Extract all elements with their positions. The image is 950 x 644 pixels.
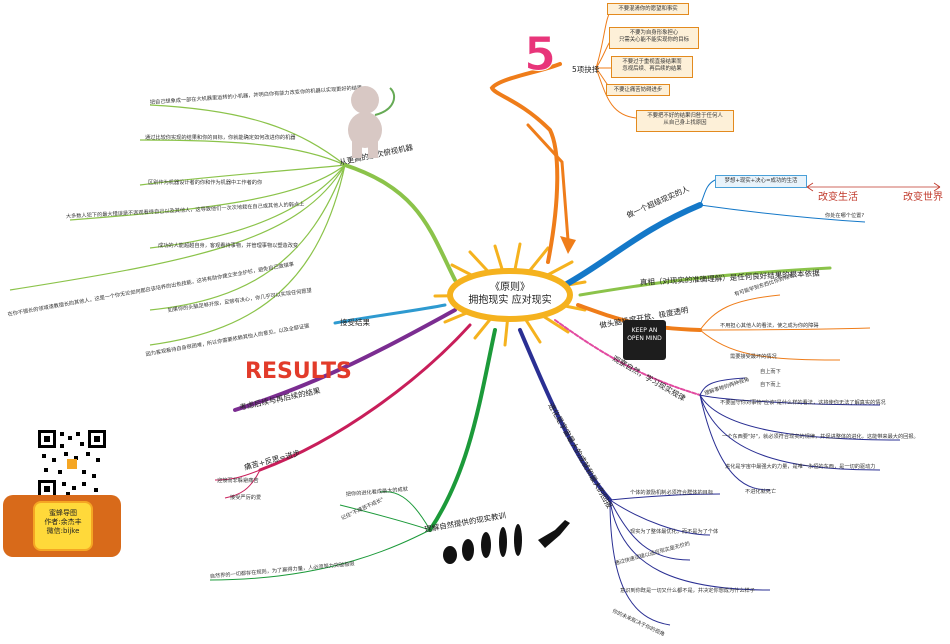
b5-left-item-3: 自然界的一切都存在规则，为了赢得力量，人必须努力突破极限 xyxy=(209,559,354,580)
evolution-illustration xyxy=(443,520,570,564)
b5-item-1: 个体的激励机制必须符合群体的目标 xyxy=(630,488,713,496)
b1-item-5: 成功的人能超越自身，客观看待事物，并管理事物以塑造改变 xyxy=(158,241,298,249)
top-item-1-text: 不要混淆你的愿望和事实 xyxy=(618,6,678,12)
b4-item-2: 自上而下 xyxy=(760,367,781,375)
top-item-2[interactable]: 不要为自身形象担心 只需关心能不能实现你的目标 xyxy=(609,27,699,49)
b4-item-4: 不要固守你对事物"应该"是什么样的看法，这将使你无法了解真实的情况 xyxy=(720,398,886,406)
b5-item-4: 意识到你既是一切又什么都不是，并决定你想成为什么样子 xyxy=(620,586,755,594)
left-top-sublines xyxy=(9,104,346,346)
qr-code-image xyxy=(38,430,106,498)
right-branch-4[interactable]: 观察自然，学习现实规律 xyxy=(611,353,688,403)
b5-left-item-1: 把你的进化看成最大的成就 xyxy=(345,485,409,498)
b4-item-1: 理解事物的两种视角 xyxy=(703,375,750,397)
b3-item-3: 需要接受最坏的情况 xyxy=(730,352,778,360)
left-branch-3[interactable]: 考虑后续与再后续的结果 xyxy=(238,385,321,412)
top-item-3[interactable]: 不要过于重视直接结果而 忽视后续、再后续的结果 xyxy=(611,56,693,78)
b1-item-1: 把自己想象成一部在大机器里运转的小机器，并明白你有能力改变你的机器以实现更好的结… xyxy=(150,83,363,106)
b1-item-7: 如果你的头脑足够开放，足够有决心，你几乎可以实现任何愿望 xyxy=(167,286,312,314)
b4-left-item-2: 接受严厉的爱 xyxy=(230,493,261,501)
author-line-2: 作者:余杰丰 xyxy=(44,518,82,526)
author-line-1: 蜜蜂导图 xyxy=(49,509,77,517)
b1-item-4: 大多数人犯下的最大错误是不客观看待自己以及其他人，这导致他们一次次地栽在自己或其… xyxy=(66,200,305,220)
b4-item-6: 进化是宇宙中最强大的力量，是唯一永恒的东西，是一切的驱动力 xyxy=(725,462,875,470)
right-branch-5[interactable]: 进化是宇宙最大的成就和最大的回报 xyxy=(546,401,615,510)
author-line-3: 微信:bijke xyxy=(46,527,80,535)
b4-item-7: 不进化就死亡 xyxy=(745,487,776,495)
left-branch-4[interactable]: 痛苦+反思=进步 xyxy=(243,447,302,472)
top-item-2-text: 不要为自身形象担心 只需关心能不能实现你的目标 xyxy=(618,30,690,43)
top-item-4[interactable]: 不要让痛苦妨碍进步 xyxy=(606,84,670,96)
top-item-3-text: 不要过于重视直接结果而 忽视后续、再后续的结果 xyxy=(622,59,682,72)
five-number: 5 xyxy=(524,27,556,81)
b5-item-3: 通过快速试错以适应现实是无价的 xyxy=(613,539,690,567)
left-lower-sublines xyxy=(209,469,431,581)
top-item-5[interactable]: 不要把不好的结果归咎于任何人 从自己身上找原因 xyxy=(636,110,734,132)
formula-box-text: 梦想+现实+决心=成功的生活 xyxy=(724,178,798,184)
qr-code[interactable] xyxy=(38,430,106,498)
branch-lines xyxy=(233,62,832,532)
left-branch-2[interactable]: 接受结果 xyxy=(340,317,370,327)
top-item-5-text: 不要把不好的结果归咎于任何人 从自己身上找原因 xyxy=(647,113,723,126)
results-illustration: RESULTS xyxy=(245,359,352,384)
author-card-inner: 蜜蜂导图 作者:余杰丰 微信:bijke xyxy=(33,501,93,551)
handwriting-change-world: 改变世界 xyxy=(903,192,943,203)
results-text: RESULTS xyxy=(245,359,352,384)
central-title: 《原则》 xyxy=(490,280,530,293)
top-branch-label[interactable]: 5项抉择 xyxy=(572,64,600,74)
position-question: 你处在哪个位置? xyxy=(825,211,864,219)
b4-item-5: 一个东西要"好"，就必须符合现实的规律，并促进整体的进化，这能带来最大的回报。 xyxy=(722,432,919,440)
central-topic[interactable] xyxy=(447,268,573,322)
keep-open-mind-badge: KEEP AN OPEN MIND xyxy=(623,320,666,360)
b4-left-item-1: 迎接而非躲避痛苦 xyxy=(217,476,259,484)
b1-item-6: 在你不擅长的领域请教擅长的其他人，这是一个你无论如何都应该培养的出色技能，这将有… xyxy=(7,260,294,318)
double-arrow xyxy=(806,182,941,192)
thinking-figure-illustration xyxy=(348,86,396,158)
central-subtitle: 拥抱现实 应对现实 xyxy=(468,293,551,306)
b1-item-2: 通过比较你实现的结果和你的目标，你就能确定如何改进你的机器 xyxy=(145,133,296,141)
b3-item-2: 不用担心其他人的看法，使之成为你的障碍 xyxy=(720,321,819,329)
keep-open-mind-text: KEEP AN OPEN MIND xyxy=(627,327,662,342)
author-card: 蜜蜂导图 作者:余杰丰 微信:bijke xyxy=(3,495,121,557)
b1-item-3: 区别作为机器设计者的你和作为机器中工作者的你 xyxy=(148,178,262,186)
b5-item-2: 现实为了整体最优化，而不是为了个体 xyxy=(630,527,719,535)
b5-left-item-2: 记住"不痛苦不成长" xyxy=(339,495,384,522)
formula-box[interactable]: 梦想+现实+决心=成功的生活 xyxy=(715,175,807,188)
right-sublines xyxy=(609,179,901,626)
b4-item-3: 自下而上 xyxy=(760,380,781,388)
top-item-1[interactable]: 不要混淆你的愿望和事实 xyxy=(607,3,689,15)
handwriting-change-life: 改变生活 xyxy=(818,192,858,203)
b1-item-8: 因为客观看待自身很困难，所以你需要依赖其他人的意见，以及全部证据 xyxy=(145,321,310,358)
top-item-4-text: 不要让痛苦妨碍进步 xyxy=(613,87,663,93)
